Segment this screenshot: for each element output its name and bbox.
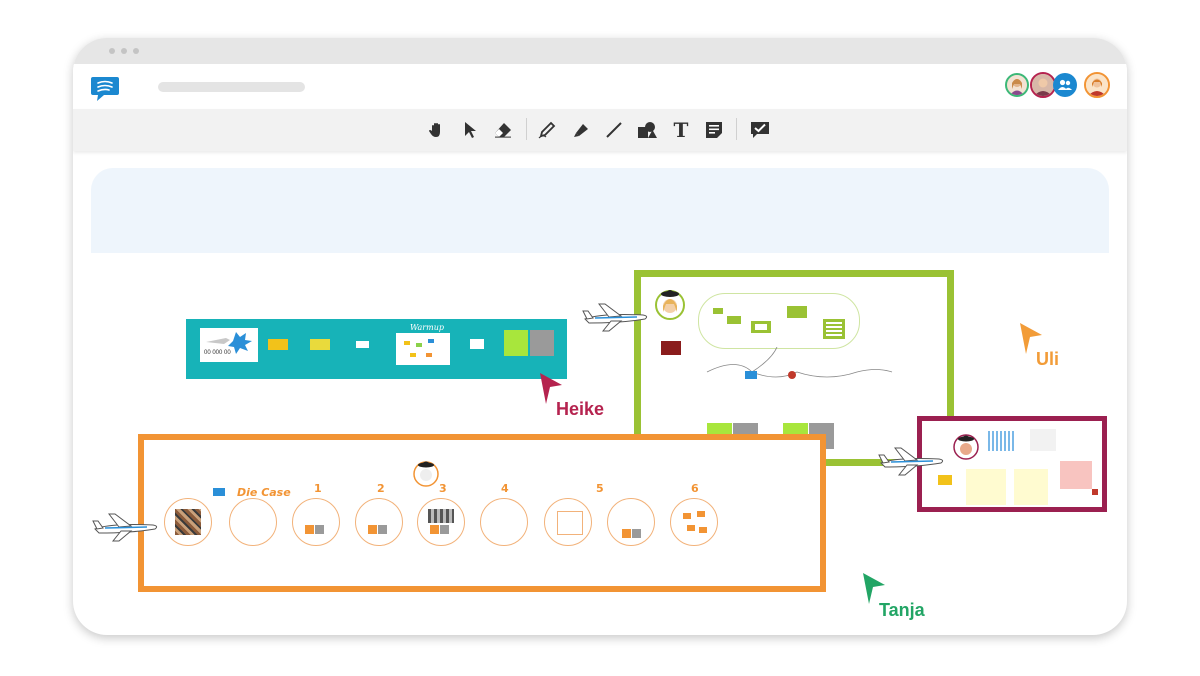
step-circle[interactable] xyxy=(670,498,718,546)
browser-window: T 00 000 00 Warmup xyxy=(73,38,1127,635)
warmup-title: Warmup xyxy=(410,323,444,332)
step-circle[interactable] xyxy=(544,498,592,546)
feedback-icon[interactable] xyxy=(748,118,772,142)
mindmap-node xyxy=(745,371,757,379)
step-number: 1 xyxy=(314,482,322,495)
case-title: Die Case xyxy=(237,486,291,499)
step-number: 2 xyxy=(377,482,385,495)
sticky-note xyxy=(1092,489,1098,495)
pointer-icon[interactable] xyxy=(458,118,482,142)
cursor-label-tanja: Tanja xyxy=(879,600,925,620)
warmup-board: Warmup xyxy=(396,323,450,365)
mindmap-node xyxy=(788,371,796,379)
airplane-icon xyxy=(92,513,158,542)
avatar[interactable] xyxy=(1005,73,1029,97)
sticky-note[interactable] xyxy=(268,339,288,350)
window-dot xyxy=(133,48,139,54)
board-banner xyxy=(91,168,1109,253)
avatar[interactable] xyxy=(1084,72,1110,98)
step-circle[interactable] xyxy=(229,498,277,546)
note-cluster xyxy=(1060,461,1092,489)
cursor-label-uli: Uli xyxy=(1036,349,1060,369)
eraser-icon[interactable] xyxy=(491,118,515,142)
step-circle[interactable] xyxy=(480,498,528,546)
step-number: 3 xyxy=(439,482,447,495)
mini-card xyxy=(1030,429,1056,451)
toolbar-separator xyxy=(736,118,737,140)
sticky-green[interactable] xyxy=(504,330,528,356)
avatar-on-canvas xyxy=(953,434,979,460)
text-icon[interactable]: T xyxy=(673,118,689,142)
note-cluster xyxy=(1014,469,1048,505)
line-icon[interactable] xyxy=(602,118,626,142)
window-titlebar xyxy=(73,38,1127,64)
step-number: 5 xyxy=(596,482,604,495)
warmup-frame[interactable]: 00 000 00 Warmup xyxy=(186,319,567,379)
avatar-on-canvas xyxy=(655,290,685,320)
airplane-icon xyxy=(878,447,944,476)
marker-icon[interactable] xyxy=(569,118,593,142)
app-header xyxy=(73,64,1127,109)
photo-thumb xyxy=(661,341,681,355)
step-circle[interactable] xyxy=(292,498,340,546)
cursor-uli-icon xyxy=(1020,323,1042,354)
note-cluster xyxy=(966,469,1006,505)
step-circle[interactable] xyxy=(164,498,212,546)
mindmap-connectors xyxy=(706,347,893,378)
drawing-toolbar: T xyxy=(73,109,1127,151)
cursor-tanja-icon xyxy=(863,573,885,604)
toolbar-separator xyxy=(526,118,527,140)
warmup-card: 00 000 00 xyxy=(200,328,258,362)
orange-frame[interactable]: Die Case 1 2 3 4 xyxy=(138,434,826,592)
step-number: 4 xyxy=(501,482,509,495)
cursor-label-heike: Heike xyxy=(556,399,605,419)
sticky-note[interactable] xyxy=(938,475,952,485)
participants-group-icon[interactable] xyxy=(1053,73,1077,97)
mini-card xyxy=(213,488,225,496)
warmup-caption: 00 000 00 xyxy=(204,350,231,356)
step-circle[interactable] xyxy=(607,498,655,546)
step-circle[interactable] xyxy=(417,498,465,546)
sticky-gray[interactable] xyxy=(530,330,554,356)
crimson-frame[interactable] xyxy=(917,416,1107,512)
cursor-heike-icon xyxy=(540,373,562,404)
shapes-icon[interactable] xyxy=(635,118,659,142)
pen-icon[interactable] xyxy=(535,118,559,142)
sticky-note-icon[interactable] xyxy=(702,118,726,142)
window-dot xyxy=(121,48,127,54)
step-number: 6 xyxy=(691,482,699,495)
mini-chart xyxy=(988,431,1016,451)
mindmap-oval xyxy=(698,293,860,349)
window-dot xyxy=(109,48,115,54)
chat-bubble-icon[interactable] xyxy=(90,75,120,103)
avatar-on-canvas xyxy=(413,461,439,487)
step-circle[interactable] xyxy=(355,498,403,546)
whiteboard-canvas[interactable]: 00 000 00 Warmup xyxy=(73,151,1127,635)
sticky-note[interactable] xyxy=(310,339,330,350)
mini-card xyxy=(470,339,484,349)
mini-card xyxy=(356,341,369,348)
airplane-icon xyxy=(582,303,648,332)
board-title-placeholder xyxy=(158,82,305,92)
hand-icon[interactable] xyxy=(425,118,449,142)
